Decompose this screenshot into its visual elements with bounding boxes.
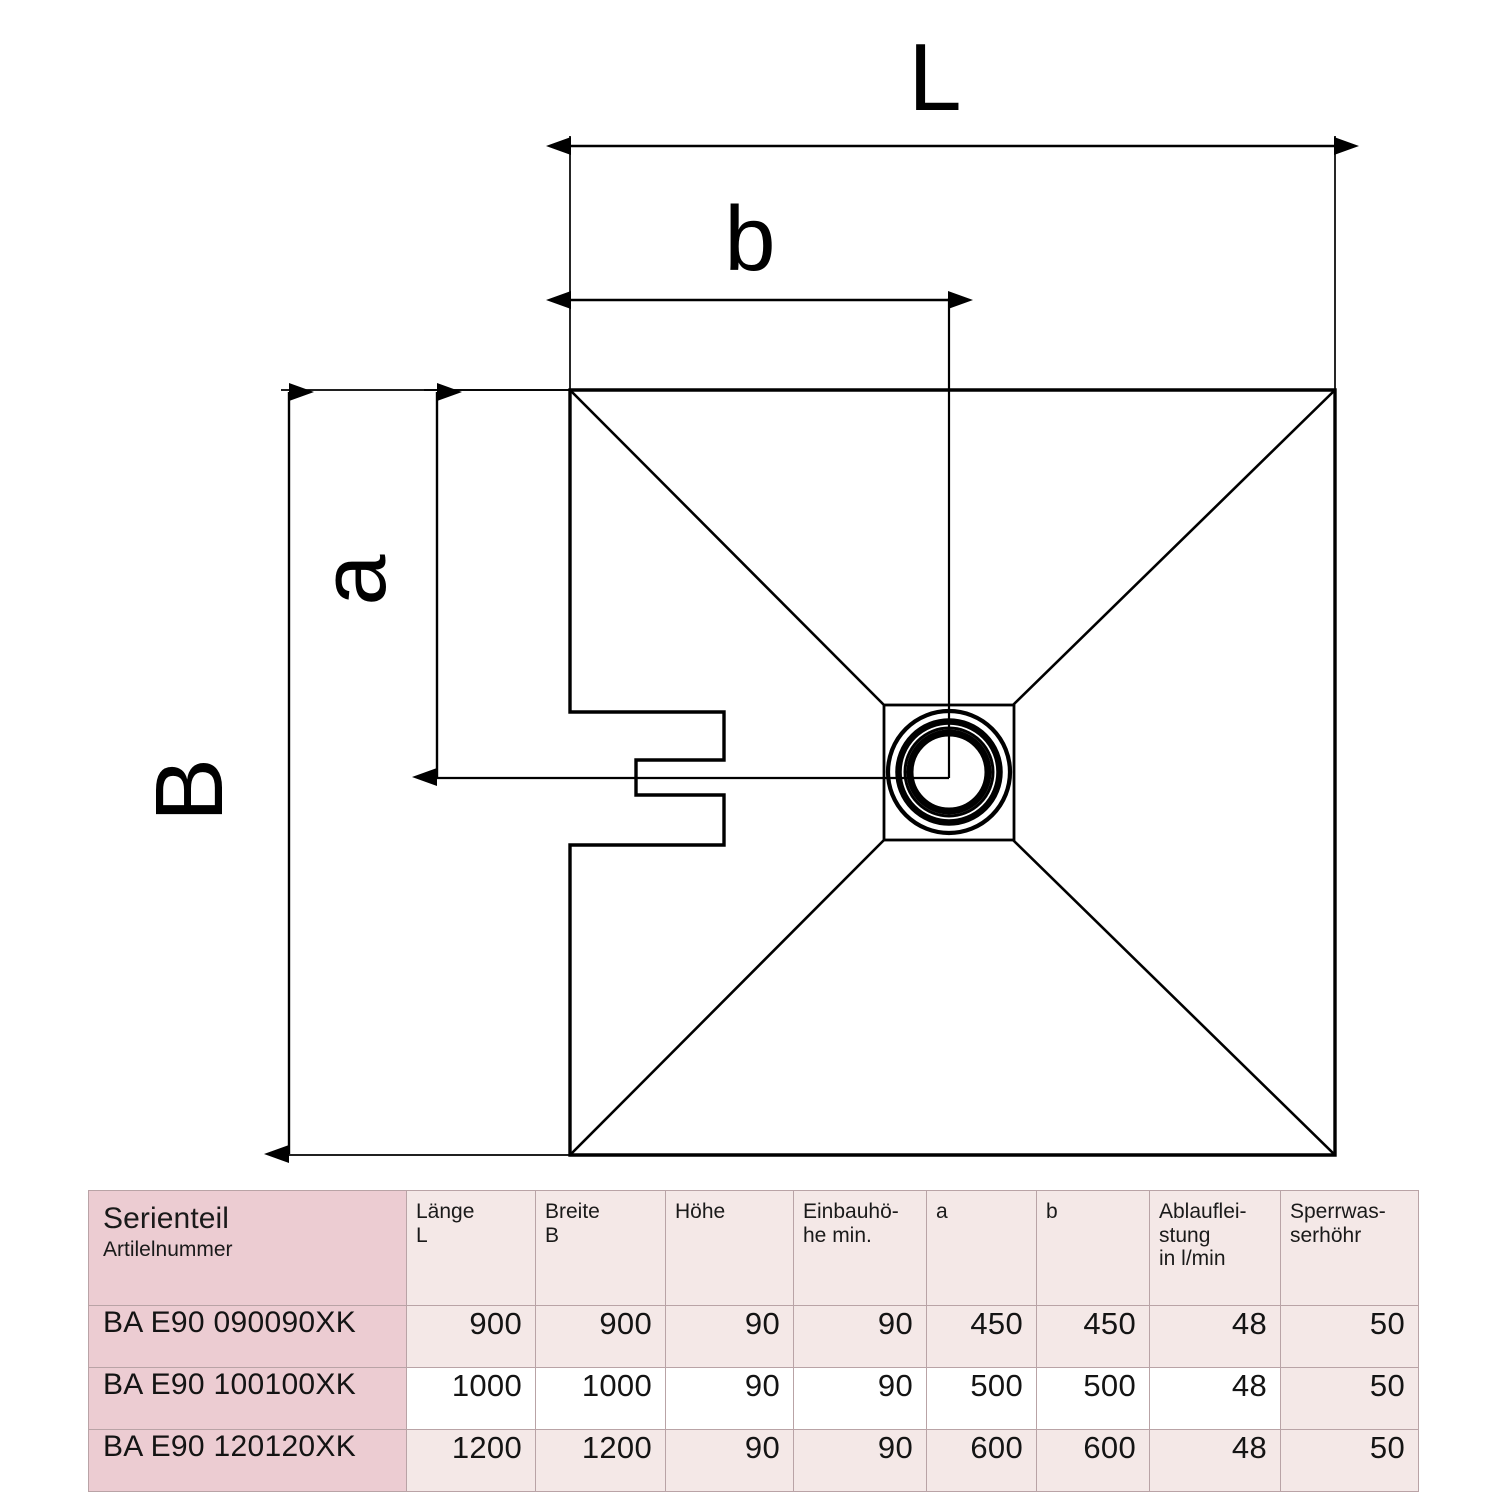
cell-einbauhoehe: 90 (793, 1305, 927, 1368)
header-article: Serienteil Artilelnummer (88, 1190, 407, 1306)
cell-b: 600 (1036, 1429, 1150, 1492)
header-b-label: b (1046, 1200, 1058, 1223)
cell-article: BA E90 120120XK (88, 1429, 407, 1492)
header-article-main: Serienteil (103, 1202, 230, 1235)
cell-sperrwasser: 50 (1280, 1305, 1419, 1368)
cell-breite: 1200 (535, 1429, 666, 1492)
slope-diagonals (569, 389, 1336, 1156)
cell-a: 500 (926, 1367, 1037, 1430)
header-breite-label: Breite (545, 1200, 600, 1223)
table-row[interactable]: BA E90 090090XK 900 900 90 90 450 450 48… (88, 1305, 1419, 1368)
header-b: b (1036, 1190, 1150, 1306)
cell-a: 450 (926, 1305, 1037, 1368)
table-body: BA E90 090090XK 900 900 90 90 450 450 48… (88, 1305, 1419, 1492)
header-laenge-label: Länge (416, 1200, 475, 1223)
header-einbauhoehe-label: Einbauhö-he min. (803, 1200, 899, 1247)
cell-einbauhoehe: 90 (793, 1429, 927, 1492)
dim-label-length: L (908, 24, 961, 131)
header-einbauhoehe: Einbauhö-he min. (793, 1190, 927, 1306)
cell-ablaufleistung: 48 (1149, 1305, 1281, 1368)
header-a: a (926, 1190, 1037, 1306)
cell-b: 500 (1036, 1367, 1150, 1430)
header-breite-symbol: B (545, 1223, 560, 1247)
cell-article: BA E90 090090XK (88, 1305, 407, 1368)
cell-ablaufleistung: 48 (1149, 1367, 1281, 1430)
cell-sperrwasser: 50 (1280, 1367, 1419, 1430)
spec-table-container: Serienteil Artilelnummer Länge L Breite … (88, 1190, 1419, 1492)
cell-a: 600 (926, 1429, 1037, 1492)
cell-sperrwasser: 50 (1280, 1429, 1419, 1492)
dimension-arrows (264, 137, 1359, 1163)
specification-table: Serienteil Artilelnummer Länge L Breite … (88, 1190, 1419, 1492)
table-header-row: Serienteil Artilelnummer Länge L Breite … (88, 1190, 1419, 1306)
cell-laenge: 1200 (406, 1429, 536, 1492)
header-laenge: Länge L (406, 1190, 536, 1306)
drain-icon (882, 703, 1016, 842)
header-sperrwasser: Sperrwas-serhöhr (1280, 1190, 1419, 1306)
cell-hoehe: 90 (665, 1305, 794, 1368)
cell-laenge: 900 (406, 1305, 536, 1368)
cell-hoehe: 90 (665, 1367, 794, 1430)
header-article-sub: Artilelnummer (103, 1237, 233, 1261)
header-hoehe-label: Höhe (675, 1200, 726, 1223)
table-row[interactable]: BA E90 100100XK 1000 1000 90 90 500 500 … (88, 1367, 1419, 1430)
dim-label-width: B (136, 758, 243, 822)
cell-breite: 1000 (535, 1367, 666, 1430)
cell-hoehe: 90 (665, 1429, 794, 1492)
header-sperrwasser-label: Sperrwas-serhöhr (1290, 1200, 1386, 1247)
dim-label-a: a (303, 554, 405, 606)
cell-einbauhoehe: 90 (793, 1367, 927, 1430)
table-row[interactable]: BA E90 120120XK 1200 1200 90 90 600 600 … (88, 1429, 1419, 1492)
cell-breite: 900 (535, 1305, 666, 1368)
header-breite: Breite B (535, 1190, 666, 1306)
cell-ablaufleistung: 48 (1149, 1429, 1281, 1492)
technical-drawing: L b B a (136, 24, 1359, 1163)
header-a-label: a (936, 1200, 948, 1223)
header-hoehe: Höhe (665, 1190, 794, 1306)
header-laenge-symbol: L (416, 1223, 428, 1247)
cell-b: 450 (1036, 1305, 1150, 1368)
dim-label-b: b (724, 188, 775, 290)
cell-article: BA E90 100100XK (88, 1367, 407, 1430)
cell-laenge: 1000 (406, 1367, 536, 1430)
